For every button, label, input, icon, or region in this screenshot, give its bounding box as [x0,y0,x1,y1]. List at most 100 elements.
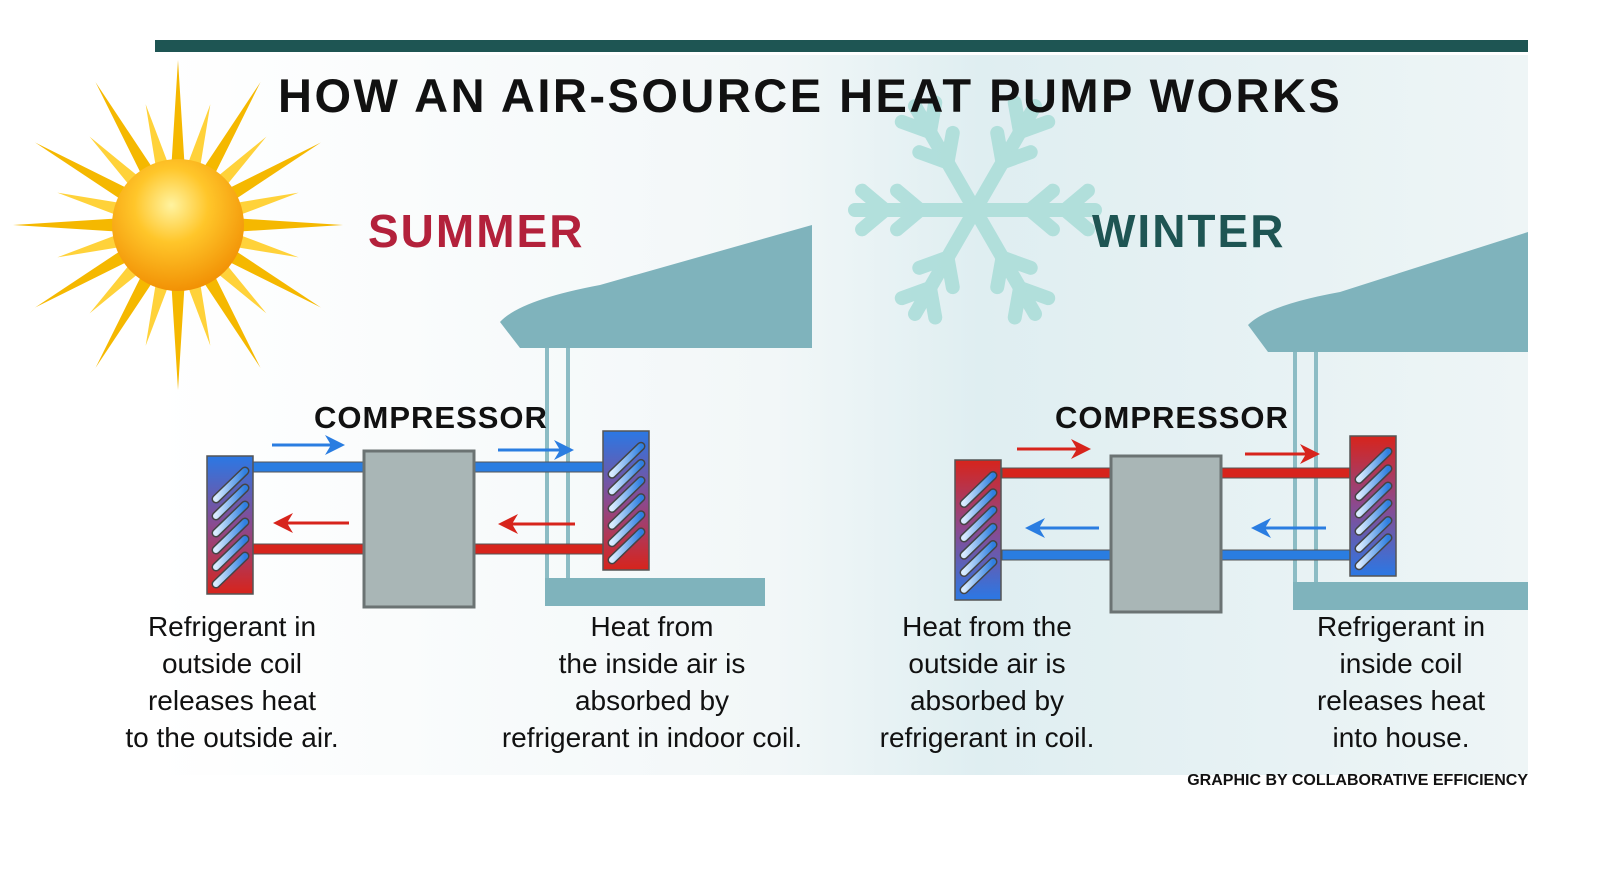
coil-fin [609,443,644,478]
sun-ray [233,234,299,258]
sun-ray [202,82,261,177]
sun-ray [171,284,185,390]
coil-fin [213,502,248,536]
snowflake-branch [855,183,892,217]
sun-ray [35,249,130,308]
caption-line: refrigerant in coil. [879,722,1095,753]
coil-fin [1356,483,1391,517]
flow-arrow-right [272,435,345,455]
compressor-box [362,449,476,609]
snowflake-branch [894,280,937,306]
coil-fin [213,536,248,571]
caption-line: outside coil [161,648,303,679]
sun-ray [215,136,267,188]
winter-caption-inside: Refrigerant in inside coil releases heat… [1317,608,1485,756]
sun-ray [89,262,141,314]
sun-ray [95,82,154,177]
caption-line: into house. [1332,722,1470,753]
coil-fin [213,484,248,519]
snowflake-branch [1058,203,1095,237]
coil [602,430,650,571]
caption-line: inside coil [1339,648,1463,679]
snowflake-branch [912,250,955,275]
caption-line: Refrigerant in [1316,611,1486,642]
flow-arrow-left [273,513,349,533]
sun-ray [89,136,141,188]
sun-ray [13,218,119,232]
snowflake-branch [940,125,960,170]
sun-ray [145,104,169,170]
snowflake-branch [990,250,1010,295]
snowflake-branch [1007,280,1027,325]
house-roof [500,225,812,348]
coil-fin [1356,517,1391,552]
coil-fin [1356,465,1391,500]
sun-ray [57,234,123,258]
sun-disc [112,159,244,291]
coil-fin [961,507,996,541]
winter-caption-outside: Heat from the outside air is absorbed by… [880,608,1095,756]
sun-ray [202,273,261,368]
sun-ray [187,104,211,170]
snowflake-branch [1013,114,1056,140]
flow-arrow-left [1251,518,1326,538]
caption-line: Heat from the [902,611,1072,642]
caption-line: to the outside air. [125,722,339,753]
caption-line: the inside air is [558,648,746,679]
coil-fin [1356,500,1391,535]
flow-arrow-right [1017,439,1091,459]
coil-fin [213,519,248,554]
house-floor [545,578,765,606]
sun-ray [145,280,169,346]
top-bar [155,40,1528,52]
caption-line: releases heat [147,685,317,716]
coil-fin [961,489,996,524]
snowflake-branch [1023,203,1060,237]
coil [206,455,254,595]
caption-line: releases heat [1316,685,1486,716]
sun-ray [57,192,123,216]
snowflake-icon [848,95,1102,325]
coil-fin [213,553,248,588]
sun-ray [233,192,299,216]
sun-ray [95,273,154,368]
coil-fin [1356,448,1391,483]
credit-line: GRAPHIC BY COLLABORATIVE EFFICIENCY [1187,772,1528,789]
sun-ray [226,249,321,308]
coil-fin [609,511,644,546]
winter-heading: WINTER [1092,205,1286,257]
coil-fin [609,528,644,563]
sun-ray [35,142,130,201]
coil-fin [213,467,248,502]
flow-arrow-left [498,514,575,534]
house-floor [1293,582,1528,610]
winter-compressor-label: COMPRESSOR [1055,400,1289,435]
compressor-box [1109,454,1223,614]
flow-arrow-right [498,440,574,460]
caption-line: outside air is [908,648,1066,679]
coil [1349,435,1397,577]
caption-line: refrigerant in indoor coil. [501,722,803,753]
coil-fin [961,524,996,559]
coil-fin [1356,534,1391,569]
snowflake-branch [923,95,943,140]
caption-line: absorbed by [909,685,1065,716]
house-roof [1248,232,1528,352]
snowflake-branch [995,145,1038,170]
caption-line: Refrigerant in [147,611,317,642]
sun-ray [215,262,267,314]
flow-arrow-left [1025,518,1099,538]
coil-fin [609,477,644,512]
flow-arrow-right [1245,444,1320,464]
sun-ray [237,218,343,232]
summer-compressor-label: COMPRESSOR [314,400,548,435]
snowflake-branch [890,183,927,217]
page-title: HOW AN AIR-SOURCE HEAT PUMP WORKS [278,69,1343,122]
coil-fin [609,460,644,495]
coil-fin [961,541,996,576]
sun-ray [226,142,321,201]
caption-line: absorbed by [574,685,730,716]
summer-heading: SUMMER [368,205,585,257]
summer-caption-inside: Heat from the inside air is absorbed by … [502,608,802,756]
